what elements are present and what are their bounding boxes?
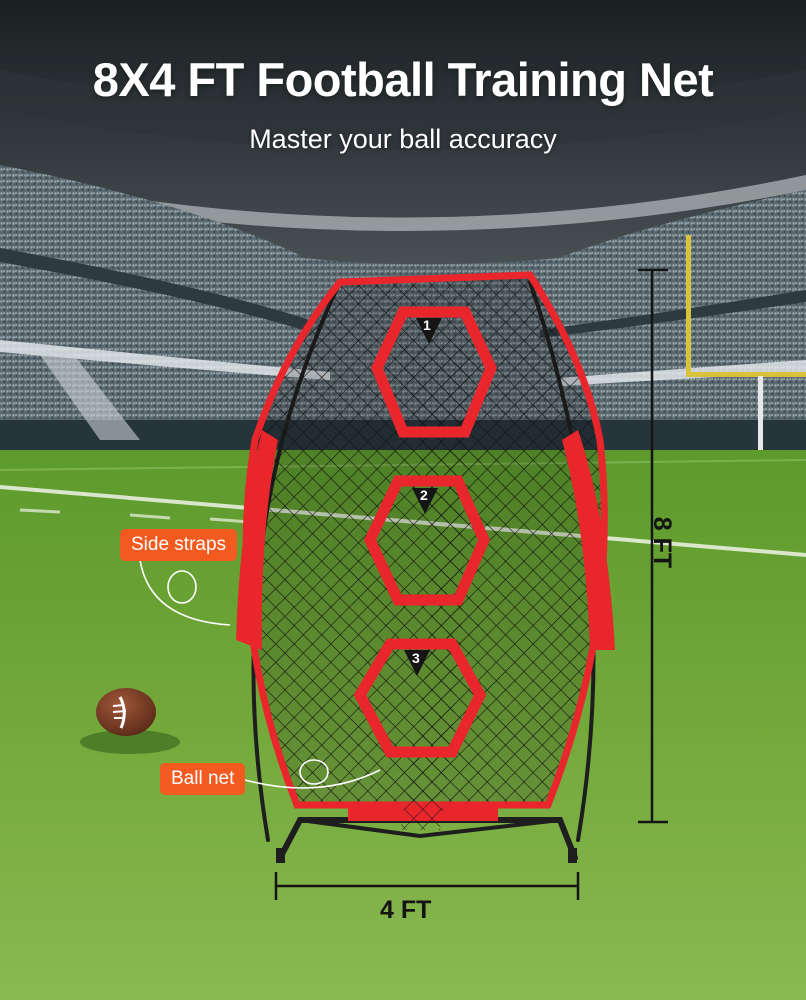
side-strap-right bbox=[562, 430, 615, 650]
ball-net-pointer bbox=[244, 769, 381, 789]
height-dimension-label: 8 FT bbox=[648, 516, 677, 569]
height-dimension-line bbox=[638, 268, 668, 824]
side-straps-label: Side straps bbox=[120, 529, 238, 561]
page-subtitle: Master your ball accuracy bbox=[249, 124, 557, 154]
target-number-2: 2 bbox=[420, 487, 428, 503]
width-dimension-line bbox=[274, 872, 580, 900]
net-mesh bbox=[246, 275, 605, 805]
net-border bbox=[242, 271, 608, 809]
target-ring-2 bbox=[363, 475, 491, 606]
width-dimension-label: 4 FT bbox=[380, 896, 432, 924]
page-title: 8X4 FT Football Training Net bbox=[92, 53, 714, 106]
target-ring-1 bbox=[371, 306, 497, 438]
target-number-1: 1 bbox=[423, 317, 431, 333]
ball-net-label: Ball net bbox=[160, 763, 246, 795]
goal-post bbox=[686, 235, 806, 451]
football-icon bbox=[80, 688, 180, 754]
ball-net bbox=[400, 345, 470, 830]
target-ring-3 bbox=[353, 638, 487, 758]
side-strap-left bbox=[236, 430, 278, 650]
target-number-3: 3 bbox=[412, 650, 420, 666]
side-straps-pointer bbox=[139, 559, 231, 626]
